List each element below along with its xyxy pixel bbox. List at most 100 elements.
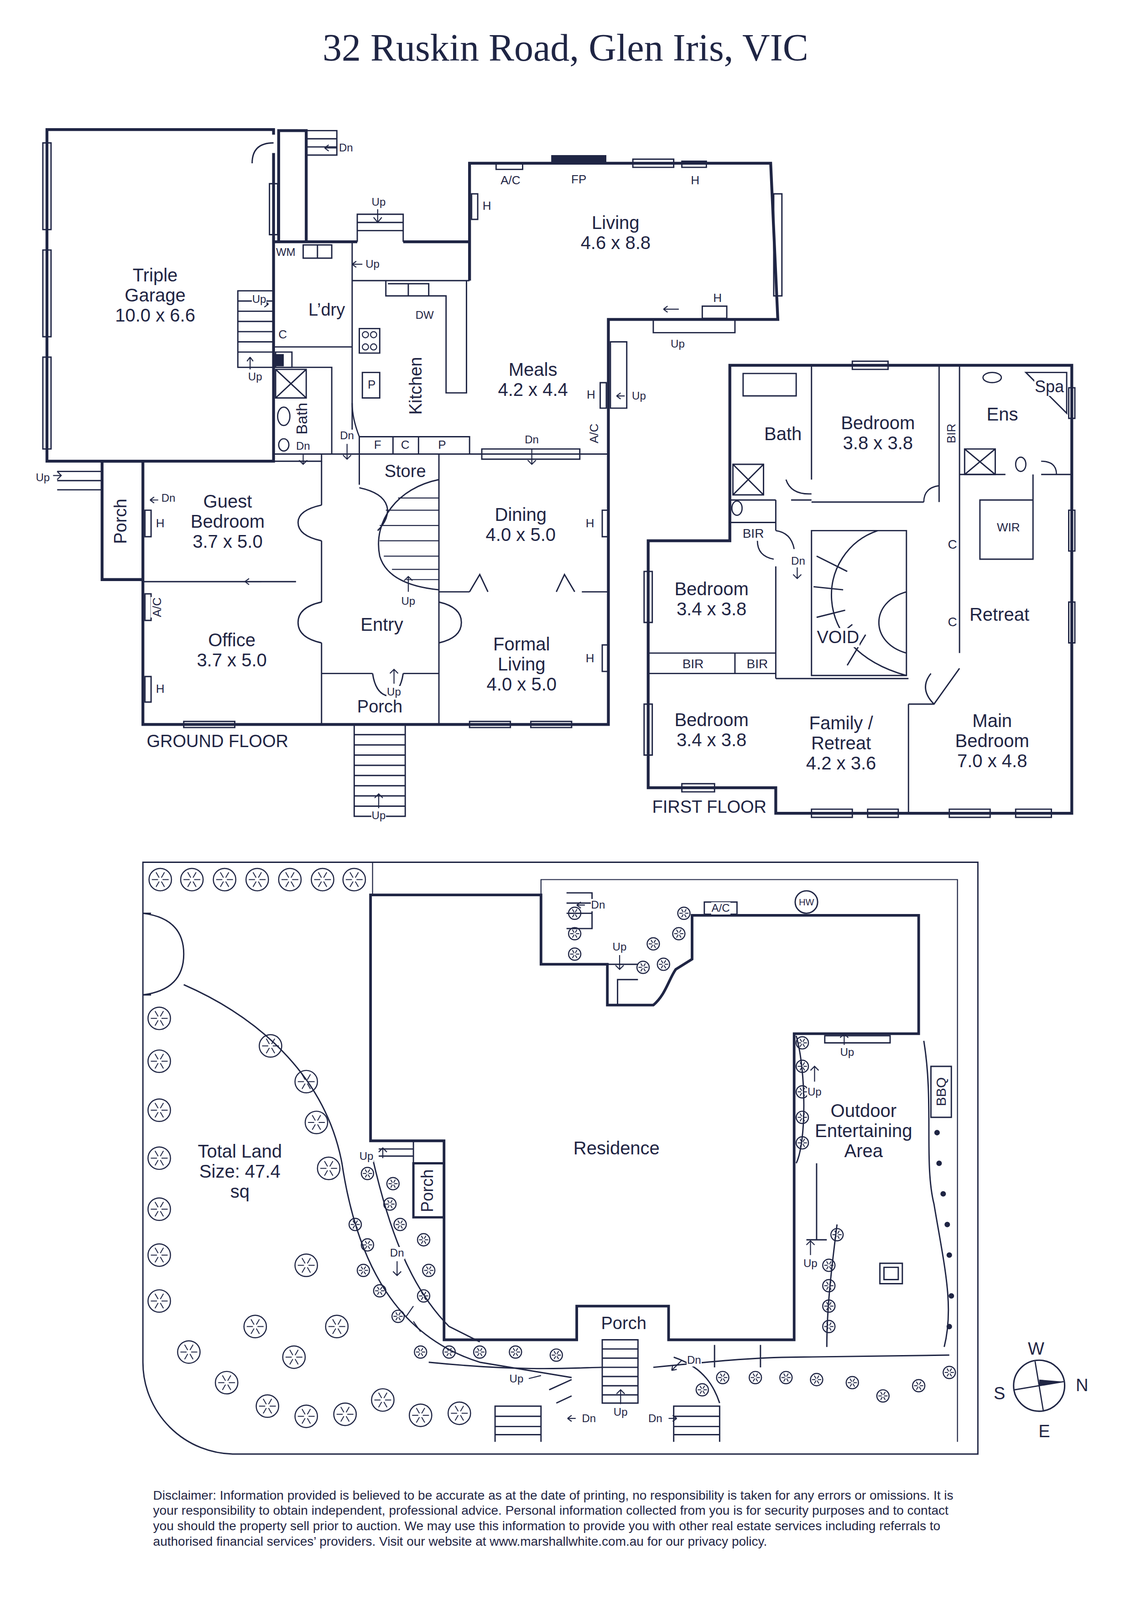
tree-symbol: [161, 1209, 168, 1210]
tree-symbol: [245, 868, 269, 892]
tree-symbol: [177, 1341, 200, 1364]
tree-symbol: [355, 881, 359, 888]
room-name: Triple Garage: [102, 265, 208, 306]
room-name: Bath: [293, 402, 311, 435]
room-name: Porch: [110, 498, 131, 544]
tree-symbol: [796, 1060, 809, 1073]
tree-symbol: [368, 1246, 371, 1250]
tree-symbol: [368, 1241, 371, 1245]
site-plan: [142, 862, 978, 1455]
room-name: Dining: [485, 504, 556, 525]
plan-label: F: [373, 438, 382, 452]
ground-floor-walls-part: [102, 163, 778, 725]
tree-symbol: [360, 1271, 363, 1275]
plan-label: Up: [802, 1257, 819, 1270]
tree-symbol: [297, 1081, 305, 1083]
tree-symbol: [155, 1160, 159, 1167]
plan-label: E: [1037, 1422, 1051, 1442]
room-name: Main Bedroom: [932, 710, 1052, 751]
tree-symbol: [147, 1099, 171, 1122]
tree-symbol: [724, 1377, 728, 1379]
tree-symbol: [281, 879, 288, 881]
tree-symbol: [653, 945, 656, 949]
tree-symbol: [800, 1088, 803, 1091]
tree-symbol: [575, 914, 578, 918]
tree-symbol: [395, 1224, 399, 1226]
tree-symbol: [364, 1241, 367, 1245]
room-label: Residence: [573, 1138, 660, 1159]
plan-label: Dn: [590, 899, 606, 912]
plan-label: P: [367, 378, 376, 392]
tree-symbol: [390, 1185, 393, 1189]
plan-label: Up: [613, 1406, 629, 1419]
plan-label: Up: [371, 196, 387, 209]
tree-symbol: [364, 1174, 367, 1178]
tree-symbol: [796, 1111, 809, 1124]
tree-symbol: [421, 1297, 423, 1301]
tree-symbol: [160, 1248, 164, 1254]
site-plan-part: [795, 891, 818, 914]
plan-label: Up: [359, 1150, 375, 1163]
tree-symbol: [449, 1348, 452, 1352]
tree-symbol: [802, 1118, 805, 1122]
tree-symbol: [421, 1236, 423, 1240]
tree-symbol: [426, 1266, 429, 1270]
tree-symbol: [371, 1389, 394, 1412]
tree-symbol: [329, 1170, 334, 1177]
tree-symbol: [787, 1377, 791, 1379]
tree-symbol: [553, 1351, 556, 1355]
plan-label: Up: [35, 471, 51, 484]
shrub-dot: [934, 1130, 940, 1136]
tree-symbol: [421, 1348, 423, 1352]
tree-symbol: [307, 1267, 311, 1273]
room-dimensions: 4.2 x 4.4: [497, 379, 568, 400]
tree-symbol: [308, 1265, 315, 1267]
tree-symbol: [803, 1066, 807, 1068]
tree-symbol: [347, 1414, 354, 1416]
tree-symbol: [720, 1374, 723, 1377]
tree-symbol: [155, 1020, 159, 1027]
tree-symbol: [393, 1185, 396, 1189]
tree-symbol: [575, 950, 578, 954]
room-label: Bath: [764, 423, 802, 444]
tree-symbol: [943, 1366, 956, 1380]
tree-symbol: [679, 912, 683, 914]
tree-symbol: [312, 1115, 316, 1121]
tree-symbol: [949, 1368, 952, 1372]
tree-symbol: [455, 1406, 459, 1413]
tree-symbol: [192, 881, 197, 888]
garden-trees: [147, 868, 956, 1429]
tree-symbol: [161, 1110, 168, 1111]
tree-symbol: [343, 868, 366, 892]
tree-symbol: [783, 1374, 786, 1377]
tree-symbol: [216, 879, 223, 881]
tree-symbol: [229, 1382, 236, 1384]
tree-symbol: [368, 1169, 371, 1173]
room-dimensions: 4.0 x 5.0: [485, 524, 556, 545]
ground-floor-walls-part: [42, 142, 782, 449]
tree-symbol: [685, 912, 689, 914]
plan-label: H: [585, 651, 595, 666]
tree-symbol: [398, 1317, 401, 1321]
tree-symbol: [147, 1050, 171, 1073]
room-label: Store: [384, 462, 427, 482]
tree-symbol: [814, 1375, 817, 1379]
tree-symbol: [225, 872, 230, 879]
tree-symbol: [291, 879, 299, 881]
room-label: Family / Retreat4.2 x 3.6: [784, 713, 899, 774]
tree-symbol: [829, 1328, 832, 1331]
plan-label: BIR: [746, 657, 769, 672]
tree-symbol: [184, 1344, 188, 1351]
room-label: Bath: [293, 402, 311, 435]
tree-symbol: [812, 1379, 816, 1381]
tree-symbol: [222, 1385, 226, 1391]
tree-symbol: [161, 1300, 168, 1302]
tree-symbol: [680, 933, 684, 935]
ground-floor-walls-part: [359, 479, 440, 591]
tree-symbol: [800, 1039, 803, 1043]
tree-symbol: [802, 1044, 805, 1048]
tree-symbol: [356, 1224, 360, 1226]
tree-symbol: [723, 1374, 725, 1377]
tree-symbol: [664, 960, 667, 964]
tree-symbol: [398, 1312, 401, 1316]
